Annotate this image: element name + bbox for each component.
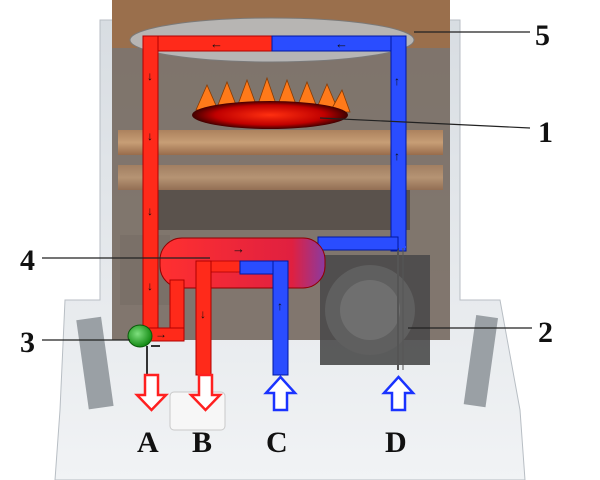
callout-2: 2 bbox=[538, 316, 553, 349]
flow-arrow-icon-c bbox=[263, 375, 298, 412]
flow-arrow-icon-d bbox=[381, 375, 416, 412]
outlet-a-pipe: → bbox=[142, 279, 185, 375]
leader-lines bbox=[42, 31, 532, 341]
svg-text:↓: ↓ bbox=[147, 279, 153, 293]
svg-text:↑: ↑ bbox=[394, 149, 400, 163]
tank-feed-pipe bbox=[317, 236, 399, 251]
svg-text:→: → bbox=[155, 327, 167, 341]
svg-text:↑: ↑ bbox=[277, 299, 283, 313]
svg-text:↓: ↓ bbox=[147, 129, 153, 143]
callout-5: 5 bbox=[535, 19, 550, 52]
svg-text:↓: ↓ bbox=[200, 307, 206, 321]
hot-pipe-left: ↓ ↓ ↓ ↓ bbox=[142, 35, 159, 339]
burner-icon bbox=[192, 76, 351, 129]
callout-1: 1 bbox=[538, 116, 553, 149]
connection-a-label: A bbox=[137, 426, 159, 459]
callout-4: 4 bbox=[20, 244, 35, 277]
connection-b-label: B bbox=[192, 426, 212, 459]
connection-c-label: C bbox=[266, 426, 288, 459]
flow-arrow-icon-b bbox=[188, 373, 223, 412]
callout-3: 3 bbox=[20, 326, 35, 359]
svg-text:←: ← bbox=[335, 36, 348, 51]
gas-valve-icon bbox=[127, 324, 153, 348]
connection-d-label: D bbox=[385, 426, 407, 459]
outlet-b-pipe: ↓ bbox=[195, 260, 277, 376]
svg-text:↓: ↓ bbox=[147, 69, 153, 83]
flow-arrow-icon-a bbox=[134, 373, 169, 412]
cold-pipe-right: ↑ ↑ ↑ bbox=[390, 35, 407, 370]
svg-text:↑: ↑ bbox=[394, 74, 400, 88]
svg-text:→: → bbox=[232, 241, 245, 256]
svg-text:↓: ↓ bbox=[147, 204, 153, 218]
inlet-c-pipe: ↑ bbox=[239, 260, 289, 376]
svg-text:←: ← bbox=[210, 36, 223, 51]
top-pipe: ← ← bbox=[142, 35, 407, 52]
